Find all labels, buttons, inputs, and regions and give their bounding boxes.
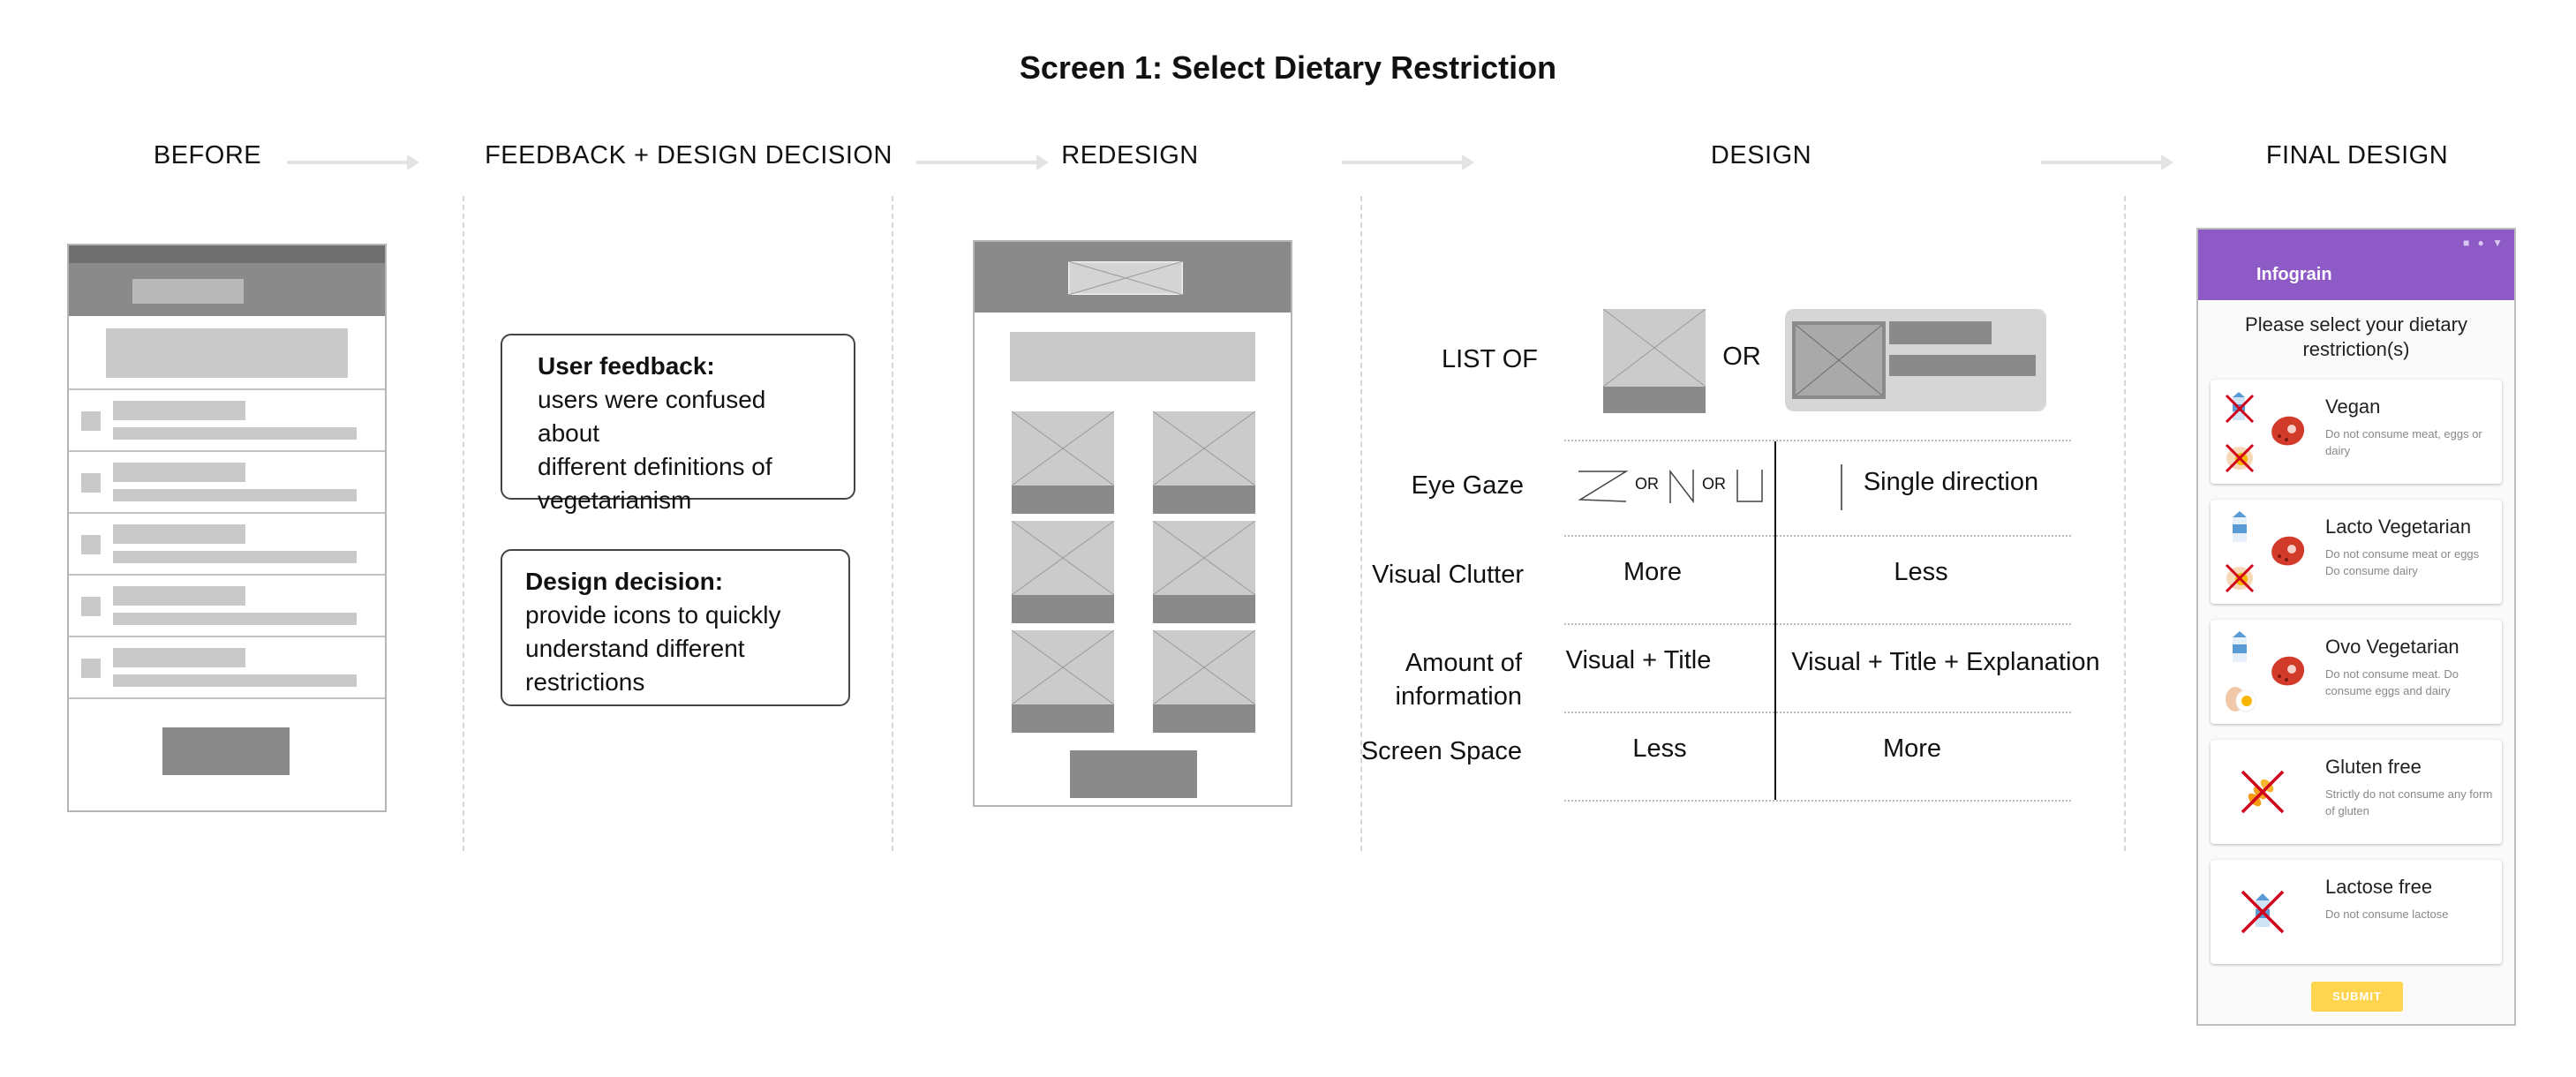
option-name: Lacto Vegetarian [2325,516,2472,538]
label-amount-of-information: Amount of information [1395,649,1522,711]
arrow-1 [287,154,419,170]
col-head-feedback: FEEDBACK + DESIGN DECISION [485,141,893,169]
option-description: Do not consume meat. Do consume eggs and… [2325,667,2459,697]
wire-button [1070,750,1197,798]
col-head-design: DESIGN [1710,141,1812,169]
design-decision-card: Design decision: provide icons to quickl… [501,549,850,706]
milk-icon [2233,631,2247,662]
option-card-vegan[interactable]: Vegan Do not consume meat, eggs or dairy [2211,380,2502,484]
separator-4 [2124,196,2126,851]
wire-image-tile [1153,521,1255,623]
option-card-ovo-vegetarian[interactable]: Ovo Vegetarian Do not consume meat. Do c… [2211,620,2502,724]
option-description: Do not consume lactose [2325,908,2449,921]
design-decision-heading: Design decision: [525,568,724,595]
egg-icon [2226,687,2256,712]
separator-1 [463,196,464,851]
label-eye-gaze: Eye Gaze [1411,471,1524,500]
wire-image-tile [1012,521,1114,623]
wire-list-item [69,514,385,574]
page-title: Screen 1: Select Dietary Restriction [1019,49,1557,86]
wire-header-title [132,279,244,304]
user-feedback-line: users were confused about [538,386,766,447]
col-head-redesign: REDESIGN [1061,141,1199,169]
tile-option-icon [1603,309,1706,413]
option-description: Do not consume meat or eggs Do consume d… [2325,547,2480,577]
single-direction-gaze-icon [1841,464,1842,510]
separator-2 [892,196,893,851]
milk-crossed-icon [2241,890,2285,934]
separator-3 [1360,196,1362,851]
wire-logo-placeholder [1068,261,1183,295]
design-decision-line: understand different [525,635,745,662]
option-name: Vegan [2325,395,2381,418]
app-name: Infograin [2256,265,2332,284]
final-design-phone: ■ ● ▼ Infograin Please select your dieta… [2196,228,2516,1026]
label-or-small: OR [1635,475,1659,493]
arrow-3 [1342,154,1474,170]
wire-list-item [69,452,385,512]
redesign-wireframe [973,240,1292,807]
submit-button[interactable]: SUBMIT [2311,982,2403,1012]
design-decision-line: provide icons to quickly [525,601,781,629]
wire-button [162,727,290,775]
cell-info-left: Visual + Title [1565,646,1712,674]
egg-crossed-icon [2225,563,2255,593]
wire-image-tile [1153,411,1255,514]
option-card-lactose-free[interactable]: Lactose free Do not consume lactose [2211,860,2502,964]
wire-banner [106,328,348,378]
user-feedback-heading: User feedback: [538,352,715,380]
cell-single-direction: Single direction [1863,468,2039,496]
wire-image-tile [1012,411,1114,514]
cell-space-less: Less [1632,734,1687,763]
option-card-gluten-free[interactable]: Gluten free Strictly do not consume any … [2211,740,2502,844]
wire-image-tile [1153,630,1255,733]
cell-info-right: Visual + Title + Explanation [1791,648,2100,676]
arrow-2 [916,154,1049,170]
u-pattern-gaze-icon [1736,470,1763,502]
option-card-lacto-vegetarian[interactable]: Lacto Vegetarian Do not consume meat or … [2211,500,2502,604]
label-screen-space: Screen Space [1360,737,1522,765]
wire-list-item [69,576,385,636]
n-pattern-gaze-icon [1669,469,1694,504]
col-head-final: FINAL DESIGN [2265,141,2449,169]
cell-space-more: More [1882,734,1942,763]
meat-icon [2271,656,2305,686]
milk-crossed-icon [2225,392,2255,424]
wheat-crossed-icon [2241,770,2285,814]
label-list-of: LIST OF [1441,345,1538,373]
list-row-option-icon [1785,309,2046,411]
table-divider [1774,441,1776,800]
dietary-prompt: Please select your dietary restriction(s… [2245,313,2467,360]
cell-clutter-less: Less [1894,558,1948,586]
egg-crossed-icon [2225,443,2255,473]
z-pattern-gaze-icon [1578,471,1629,502]
wire-status-bar [69,245,385,263]
label-visual-clutter: Visual Clutter [1372,561,1524,589]
option-description: Strictly do not consume any form of glut… [2325,787,2493,817]
milk-icon [2233,511,2247,542]
option-name: Ovo Vegetarian [2325,636,2459,658]
user-feedback-line: different definitions of [538,453,772,480]
status-icons: ■ ● ▼ [2462,237,2505,249]
user-feedback-line: vegetarianism [538,486,692,514]
before-wireframe [67,244,387,812]
user-feedback-card: User feedback: users were confused about… [501,334,855,514]
option-name: Gluten free [2325,756,2422,778]
cell-clutter-more: More [1623,558,1683,586]
arrow-4 [2041,154,2173,170]
wire-list-item [69,637,385,697]
option-name: Lactose free [2325,876,2433,898]
design-decision-line: restrictions [525,668,645,696]
col-head-before: BEFORE [153,141,262,169]
meat-icon [2271,536,2305,566]
wire-image-tile [1012,630,1114,733]
label-or: OR [1722,343,1761,371]
meat-icon [2271,416,2305,446]
option-description: Do not consume meat, eggs or dairy [2325,427,2482,457]
label-or-small: OR [1702,475,1726,493]
wire-list-item [69,390,385,450]
wire-banner [1010,332,1255,381]
app-bar: ■ ● ▼ Infograin [2198,230,2514,300]
